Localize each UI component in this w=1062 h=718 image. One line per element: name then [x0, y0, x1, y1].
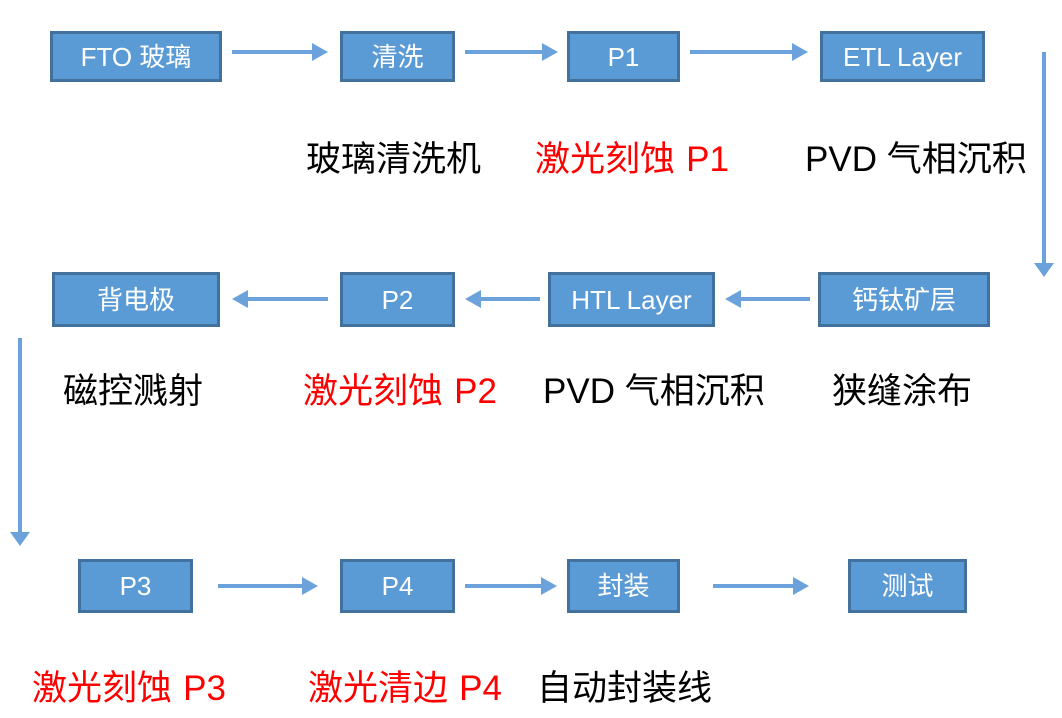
arrow-back-down-to-row3-icon — [18, 338, 22, 532]
node-label-testing: 测试 — [881, 571, 934, 601]
arrow-p2-to-back-electrode-icon — [248, 297, 328, 301]
arrow-perovskite-to-htl-icon — [741, 297, 810, 301]
note-slot-die-coating-text: 狭缝涂布 — [832, 372, 973, 412]
note-glass-washer-text: 玻璃清洗机 — [306, 140, 482, 180]
node-label-htl-layer: HTL Layer — [571, 284, 692, 315]
node-cleaning: 清洗 — [340, 31, 455, 82]
node-label-encapsulation: 封装 — [597, 571, 650, 601]
note-pvd-deposition-2-text: 气相沉积 — [624, 372, 765, 412]
note-glass-washer: 玻璃清洗机 — [306, 142, 481, 179]
node-testing: 测试 — [848, 559, 967, 613]
node-label-perovskite-layer: 钙钛矿层 — [851, 284, 956, 315]
note-pvd-deposition-1-text: PVD — [805, 140, 887, 179]
node-label-p3: P3 — [119, 571, 152, 601]
note-magnetron-sputtering-text: 磁控溅射 — [63, 372, 204, 412]
note-laser-edge-clean-p4-text: P4 — [459, 669, 502, 708]
node-encapsulation: 封装 — [567, 559, 680, 613]
note-laser-etch-p1: 激光刻蚀 P1 — [535, 140, 729, 180]
note-laser-etch-p1-text: 激光刻蚀 — [535, 140, 687, 180]
node-p1: P1 — [567, 31, 680, 82]
node-label-p4: P4 — [381, 571, 414, 601]
node-htl-layer: HTL Layer — [548, 272, 715, 327]
node-fto-glass: FTO 玻璃 — [50, 31, 222, 82]
node-label-p2: P2 — [381, 284, 414, 315]
node-perovskite-layer: 钙钛矿层 — [818, 272, 990, 327]
arrow-p1-to-etl-icon — [690, 50, 792, 54]
node-p3: P3 — [78, 559, 193, 613]
arrow-cleaning-to-p1-icon — [465, 50, 542, 54]
note-auto-encap-line: 自动封装线 — [537, 671, 712, 708]
arrow-encapsulation-to-test-icon — [713, 584, 793, 588]
note-auto-encap-line-text: 自动封装线 — [537, 669, 713, 709]
node-label-back-electrode: 背电极 — [96, 284, 175, 315]
note-laser-edge-clean-p4-text: 激光清边 — [308, 669, 460, 709]
arrow-p3-to-p4-icon — [218, 584, 302, 588]
arrow-htl-to-p2-icon — [481, 297, 540, 301]
node-label-fto-glass: FTO 玻璃 — [80, 41, 192, 72]
note-pvd-deposition-2-text: PVD — [543, 372, 625, 411]
node-label-p1: P1 — [607, 41, 640, 72]
note-laser-etch-p2-text: P2 — [454, 372, 497, 411]
arrow-etl-down-to-row2-icon — [1042, 52, 1046, 263]
note-laser-etch-p3-text: P3 — [183, 669, 226, 708]
note-magnetron-sputtering: 磁控溅射 — [63, 374, 203, 411]
note-laser-etch-p1-text: P1 — [686, 140, 729, 179]
note-laser-etch-p3-text: 激光刻蚀 — [32, 669, 184, 709]
arrow-p4-to-encapsulation-icon — [465, 584, 541, 588]
note-slot-die-coating: 狭缝涂布 — [832, 374, 972, 411]
node-label-etl-layer: ETL Layer — [843, 41, 962, 72]
note-laser-etch-p3: 激光刻蚀 P3 — [32, 669, 226, 709]
node-etl-layer: ETL Layer — [820, 31, 985, 82]
node-p4: P4 — [340, 559, 455, 613]
note-pvd-deposition-1-text: 气相沉积 — [886, 140, 1027, 180]
note-laser-etch-p2: 激光刻蚀 P2 — [303, 372, 497, 412]
node-p2: P2 — [340, 272, 455, 327]
note-laser-edge-clean-p4: 激光清边 P4 — [308, 669, 502, 709]
note-laser-etch-p2-text: 激光刻蚀 — [303, 372, 455, 412]
arrow-fto-to-cleaning-icon — [232, 50, 312, 54]
note-pvd-deposition-2: PVD 气相沉积 — [543, 372, 765, 412]
node-label-cleaning: 清洗 — [371, 41, 424, 72]
note-pvd-deposition-1: PVD 气相沉积 — [805, 140, 1027, 180]
node-back-electrode: 背电极 — [52, 272, 220, 327]
